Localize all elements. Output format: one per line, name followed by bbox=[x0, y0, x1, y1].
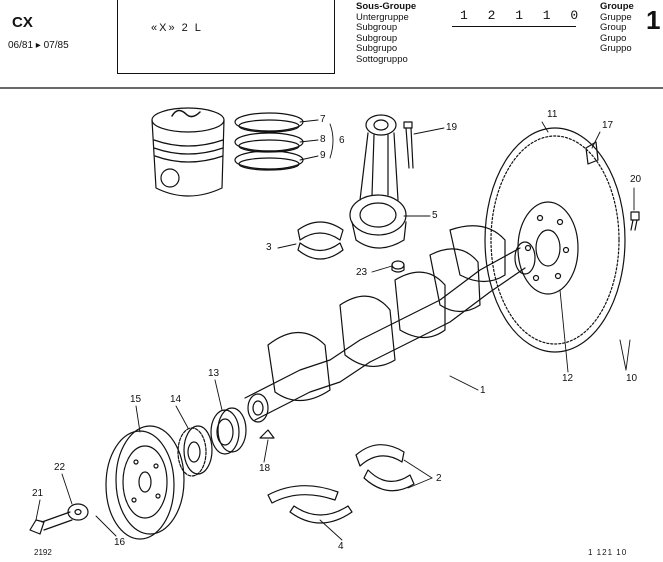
group-label-de: Gruppe bbox=[600, 11, 632, 23]
oil-seal bbox=[210, 407, 247, 455]
flywheel bbox=[484, 127, 626, 353]
subgroup-label-es: Subgrupo bbox=[356, 43, 398, 54]
subgroup-number-underline bbox=[452, 26, 576, 28]
callout-4: 4 bbox=[338, 541, 344, 552]
figure-code: 2192 bbox=[34, 548, 52, 557]
callout-1: 1 bbox=[480, 385, 486, 396]
production-dates: 06/81 ▸ 07/85 bbox=[8, 40, 69, 51]
callout-5: 5 bbox=[432, 210, 438, 221]
callout-3: 3 bbox=[266, 242, 272, 253]
callout-2: 2 bbox=[436, 473, 442, 484]
subgroup-label-en: Subgroup bbox=[356, 22, 398, 33]
callout-21: 21 bbox=[32, 488, 44, 499]
pulley-bolt bbox=[29, 511, 73, 535]
group-labels: Groupe Gruppe Group Grupo Gruppo bbox=[600, 1, 634, 55]
callout-15: 15 bbox=[130, 394, 142, 405]
callout-17: 17 bbox=[602, 120, 614, 131]
rod-nut bbox=[391, 260, 405, 273]
callout-12: 12 bbox=[562, 373, 574, 384]
rod-bearing-shells bbox=[297, 221, 344, 260]
piston bbox=[151, 107, 225, 197]
subgroup-label-it: Sottogruppo bbox=[356, 53, 408, 65]
subgroup-label-de: Untergruppe bbox=[356, 11, 409, 23]
subgroup-label-en2: Subgroup bbox=[356, 32, 398, 44]
connecting-rod bbox=[349, 114, 407, 249]
callout-20: 20 bbox=[630, 174, 642, 185]
subgroup-number: 1 2 1 1 0 bbox=[460, 8, 585, 23]
callout-8: 8 bbox=[320, 134, 326, 145]
callout-7: 7 bbox=[320, 114, 326, 125]
callout-22: 22 bbox=[54, 462, 66, 473]
callout-6: 6 bbox=[339, 135, 345, 146]
group-number: 1 bbox=[646, 5, 661, 35]
callout-10: 10 bbox=[626, 373, 638, 384]
crankshaft bbox=[244, 225, 536, 423]
rod-bolt bbox=[403, 121, 414, 169]
subgroup-labels: Sous-Groupe Untergruppe Subgroup Subgrou… bbox=[356, 1, 417, 65]
woodruff-key bbox=[259, 429, 275, 439]
crankshaft-pulley bbox=[105, 425, 185, 540]
callout-14: 14 bbox=[170, 394, 182, 405]
engine-box bbox=[117, 0, 335, 74]
page-reference: 1 121 10 bbox=[588, 548, 628, 557]
model-code: CX bbox=[12, 14, 33, 31]
flywheel-bolt bbox=[630, 211, 640, 231]
pulley-washer bbox=[67, 503, 89, 521]
callout-11: 11 bbox=[547, 109, 558, 120]
subgroup-label-fr: Sous-Groupe bbox=[356, 1, 417, 12]
engine-type: «X» 2 L bbox=[151, 22, 203, 34]
group-label-en: Group bbox=[600, 22, 627, 33]
thrust-washers bbox=[267, 485, 353, 524]
callout-18: 18 bbox=[259, 463, 271, 474]
callout-16: 16 bbox=[114, 537, 126, 548]
group-label-it: Gruppo bbox=[600, 43, 632, 54]
timing-sprocket bbox=[177, 425, 213, 477]
group-label-es: Grupo bbox=[600, 32, 627, 44]
leader-lines bbox=[35, 119, 635, 541]
callout-23: 23 bbox=[356, 267, 368, 278]
callout-19: 19 bbox=[446, 122, 458, 133]
main-bearing-shells bbox=[355, 444, 415, 492]
piston-rings bbox=[234, 112, 304, 171]
flywheel-dowel bbox=[585, 141, 599, 165]
callout-13: 13 bbox=[208, 368, 220, 379]
callout-9: 9 bbox=[320, 150, 326, 161]
group-label-fr: Groupe bbox=[600, 1, 634, 12]
